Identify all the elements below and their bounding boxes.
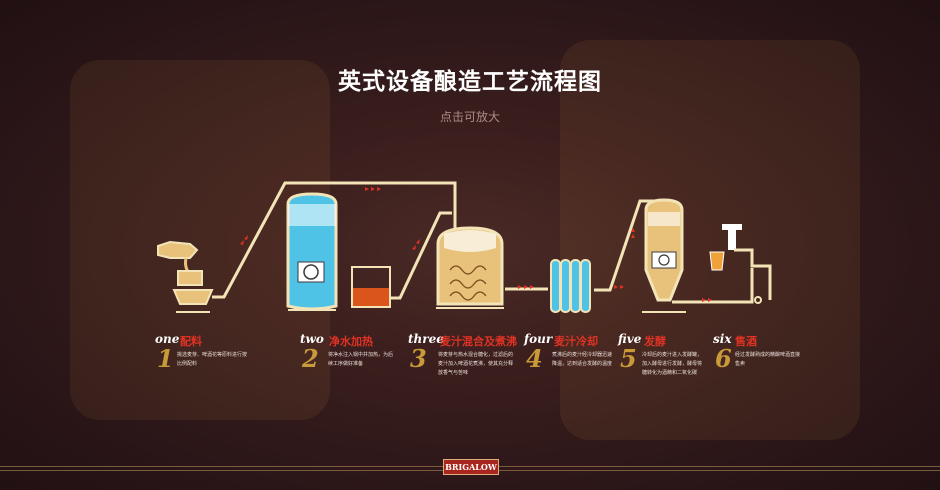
fermenter-station bbox=[642, 198, 686, 313]
step-number: 1 bbox=[157, 344, 174, 373]
flow-arrow-icon bbox=[412, 245, 416, 250]
process-diagram[interactable] bbox=[0, 0, 940, 340]
cooler-tube-1 bbox=[550, 259, 561, 313]
grain-mixer-icon bbox=[172, 289, 214, 305]
step-ordinal: three bbox=[408, 332, 444, 346]
beer-tap-icon bbox=[728, 228, 736, 250]
flow-arrow-icon bbox=[614, 285, 618, 289]
pump-icon bbox=[297, 261, 325, 283]
zoom-hint[interactable]: 点击可放大 bbox=[439, 110, 500, 124]
step-ordinal: four bbox=[524, 332, 553, 346]
water-tank-station bbox=[286, 192, 391, 311]
flow-arrow-icon bbox=[620, 285, 624, 289]
flow-arrow-icon bbox=[524, 285, 528, 289]
heater-vessel-icon bbox=[351, 266, 391, 308]
step-title: 售酒 bbox=[735, 335, 757, 348]
step-description: 将麦芽与热水混合糖化，过滤后的麦汁加入啤酒花煮沸，使其充分释放香气与苦味 bbox=[438, 352, 514, 376]
pouring-bag-icon bbox=[157, 240, 199, 259]
step-title: 净水加热 bbox=[329, 335, 373, 348]
flow-arrow-icon bbox=[708, 298, 712, 302]
flow-arrow-icon bbox=[530, 285, 534, 289]
flow-arrow-icon bbox=[702, 298, 706, 302]
flow-arrow-icon bbox=[631, 234, 635, 238]
flow-arrows bbox=[240, 187, 712, 302]
step-title: 麦汁混合及煮沸 bbox=[440, 335, 517, 348]
beer-glass-icon bbox=[709, 251, 725, 271]
step-number: 3 bbox=[410, 344, 427, 373]
step-ordinal: one bbox=[155, 332, 180, 346]
flow-arrow-icon bbox=[416, 239, 420, 244]
step-title: 麦汁冷却 bbox=[554, 335, 598, 348]
pipe-1-to-2 bbox=[212, 181, 457, 299]
mash-kettle-station bbox=[436, 226, 504, 309]
wort-cooler-station bbox=[550, 259, 591, 313]
pipe-4-to-5 bbox=[594, 199, 657, 292]
flow-arrow-icon bbox=[240, 240, 244, 245]
flow-arrow-icon bbox=[371, 187, 375, 191]
step-ordinal: six bbox=[713, 332, 732, 346]
cooler-tube-2 bbox=[560, 259, 571, 313]
step-description: 冷却后的麦汁进入发酵罐，加入酵母进行发酵，酵母将糖转化为酒精和二氧化碳 bbox=[642, 352, 703, 376]
step-number: 2 bbox=[302, 344, 319, 373]
step-number: 4 bbox=[526, 344, 543, 373]
step-description: 挑选麦芽、啤酒花等原料进行按比例配料 bbox=[177, 352, 248, 367]
step-ordinal: two bbox=[300, 332, 324, 346]
ingredients-station bbox=[157, 240, 214, 313]
brand-logo[interactable]: BRIGALOW bbox=[443, 459, 499, 475]
step-number: 6 bbox=[715, 344, 732, 373]
step-description: 煮沸后的麦汁经冷却器迅速降温，达到适合发酵的温度 bbox=[552, 352, 613, 367]
cooler-tube-4 bbox=[580, 259, 591, 313]
flow-arrow-icon bbox=[377, 187, 381, 191]
background-glass-right bbox=[560, 40, 860, 440]
step-title: 发酵 bbox=[644, 335, 666, 348]
step-number: 5 bbox=[620, 344, 637, 373]
heating-coil-icon bbox=[449, 265, 487, 301]
pipe-5-to-6 bbox=[672, 268, 754, 304]
flow-arrow-icon bbox=[631, 228, 635, 232]
step-description: 经过发酵熟成的精酿啤酒直接售卖 bbox=[735, 352, 801, 367]
cooler-tube-3 bbox=[570, 259, 581, 313]
grain-hopper-icon bbox=[177, 270, 203, 286]
flow-arrow-icon bbox=[365, 187, 369, 191]
step-ordinal: five bbox=[618, 332, 642, 346]
flow-arrow-icon bbox=[244, 235, 248, 240]
page-title: 英式设备酿造工艺流程图 bbox=[338, 69, 602, 95]
beer-tap-station bbox=[709, 224, 772, 304]
step-description: 将净水注入锅中并加热，为后续工序做好准备 bbox=[328, 352, 394, 367]
flow-arrow-icon bbox=[518, 285, 522, 289]
fermenter-control-icon bbox=[651, 251, 677, 269]
step-title: 配料 bbox=[180, 335, 202, 348]
